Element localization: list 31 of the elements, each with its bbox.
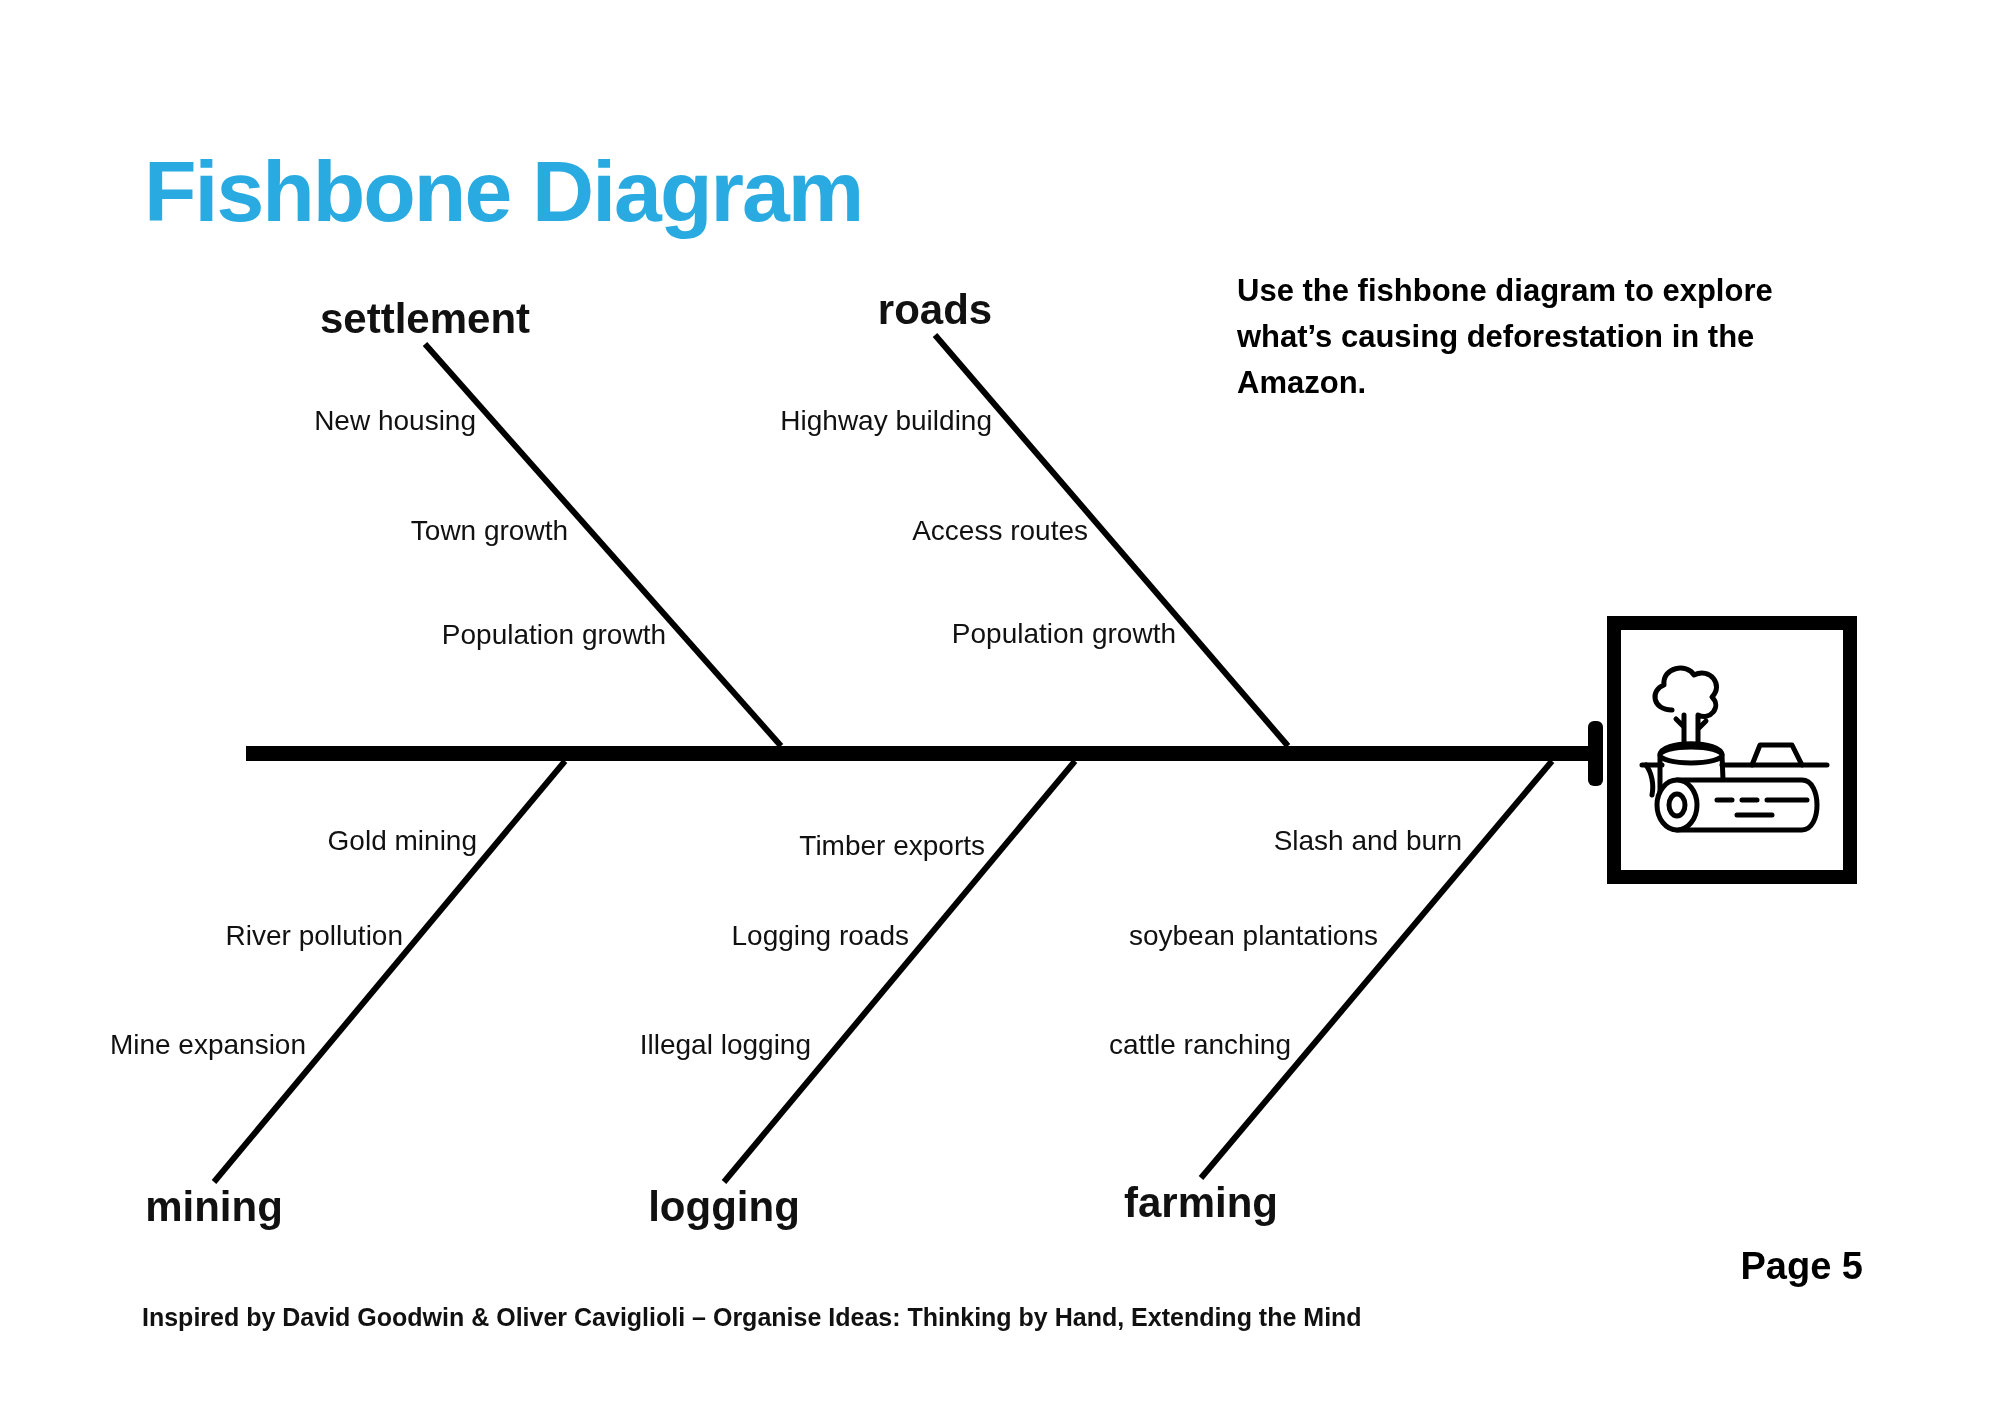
category-label: logging — [644, 1182, 804, 1232]
cause-label: Population growth — [951, 618, 1176, 650]
cause-label: Highway building — [780, 405, 992, 437]
cause-label: cattle ranching — [1108, 1029, 1291, 1061]
fish-head-frame — [1607, 616, 1857, 884]
fish-bone-line — [1198, 759, 1555, 1180]
credit-note: Inspired by David Goodwin & Oliver Caviglioli – Organise Ideas: Thinking by Hand, Extending the Mind — [142, 1303, 1362, 1332]
instruction-text: Use the fishbone diagram to explore what’s causing deforestation in the Amazon. — [1237, 272, 1774, 402]
cause-label: Town growth — [410, 515, 568, 547]
cause-label: Illegal logging — [639, 1029, 811, 1061]
cause-label: Mine expansion — [109, 1029, 306, 1061]
category-label: farming — [1121, 1178, 1281, 1228]
cause-label: Population growth — [441, 619, 666, 651]
cause-label: Access routes — [912, 515, 1088, 547]
fish-bone-line — [211, 759, 568, 1184]
cause-label: River pollution — [225, 920, 403, 952]
page-number: Page 5 — [1740, 1245, 1863, 1288]
cause-label: Gold mining — [327, 825, 477, 857]
category-label: settlement — [305, 294, 545, 344]
fish-spine — [246, 746, 1588, 761]
category-label: roads — [870, 285, 1000, 335]
cause-label: Slash and burn — [1273, 825, 1462, 857]
cause-label: soybean plantations — [1128, 920, 1378, 952]
fish-bone-line — [932, 333, 1291, 748]
cause-label: Logging roads — [731, 920, 909, 952]
cause-label: New housing — [314, 405, 476, 437]
title: Fishbone Diagram — [144, 142, 863, 241]
fish-bone-line — [422, 342, 784, 748]
category-label: mining — [134, 1182, 294, 1232]
fish-bone-line — [721, 759, 1078, 1184]
cause-label: Timber exports — [799, 830, 985, 862]
